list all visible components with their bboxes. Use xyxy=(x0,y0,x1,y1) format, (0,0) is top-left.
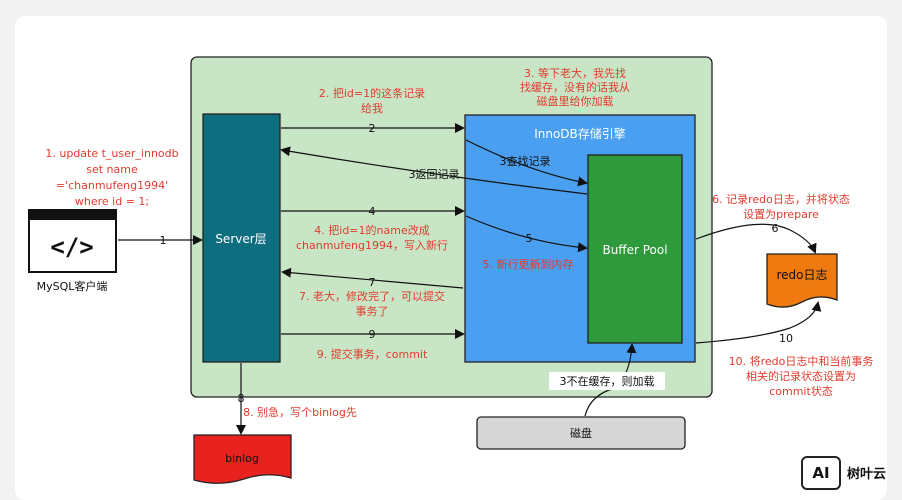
svg-text:事务了: 事务了 xyxy=(356,305,389,318)
svg-text:设置为prepare: 设置为prepare xyxy=(743,208,819,221)
arrow-7 xyxy=(281,267,464,289)
mysql-client-label: MySQL客户端 xyxy=(37,279,108,293)
arrow-3-return xyxy=(280,146,588,195)
innodb-engine-label: InnoDB存储引擎 xyxy=(534,126,626,141)
step-8-annotation: 8. 别急，写个binlog先 xyxy=(243,405,357,419)
svg-text:chanmufeng1994，写入新行: chanmufeng1994，写入新行 xyxy=(296,238,448,252)
arrow-4-label: 4 xyxy=(369,205,376,218)
watermark-logo: AI 树叶云 xyxy=(801,456,886,490)
svg-text:给我: 给我 xyxy=(361,102,383,115)
svg-text:7. 老大，修改完了，可以提交: 7. 老大，修改完了，可以提交 xyxy=(299,289,445,303)
step-3-annotation: 3. 等下老大，我先找 找缓存，没有的话我从 磁盘里给你加载 xyxy=(520,66,630,108)
watermark-badge: AI xyxy=(812,464,829,482)
step-6-annotation: 6. 记录redo日志，并将状态 设置为prepare xyxy=(712,192,850,221)
arrow-3-find-label: 3查找记录 xyxy=(500,154,551,168)
step-1-annotation: 1. update t_user_innodb set name ='chanm… xyxy=(45,147,178,208)
svg-text:commit状态: commit状态 xyxy=(769,384,833,398)
svg-text:10. 将redo日志中和当前事务: 10. 将redo日志中和当前事务 xyxy=(729,354,874,368)
arrow-10 xyxy=(695,301,822,344)
arrow-6-label: 6 xyxy=(772,222,779,235)
buffer-pool-label: Buffer Pool xyxy=(602,243,667,257)
step-10-annotation: 10. 将redo日志中和当前事务 相关的记录状态设置为 commit状态 xyxy=(729,354,874,398)
step-2-annotation: 2. 把id=1的这条记录 给我 xyxy=(319,86,425,115)
redo-log-label: redo日志 xyxy=(776,268,827,282)
arrow-1-label: 1 xyxy=(160,234,167,247)
arrow-10-label: 10 xyxy=(779,332,793,345)
svg-text:2. 把id=1的这条记录: 2. 把id=1的这条记录 xyxy=(319,86,425,100)
disk-label: 磁盘 xyxy=(570,426,592,440)
binlog-label: binlog xyxy=(225,452,259,465)
arrow-3-load-label-bg xyxy=(549,372,665,390)
arrow-5 xyxy=(465,215,588,253)
svg-text:1. update t_user_innodb: 1. update t_user_innodb xyxy=(45,147,178,160)
step-5-annotation: 5. 新行更新到内存 xyxy=(483,257,574,271)
arrow-2-label: 2 xyxy=(369,122,376,135)
buffer-pool-box xyxy=(587,154,683,344)
step-4-annotation: 4. 把id=1的name改成 chanmufeng1994，写入新行 xyxy=(296,223,448,252)
svg-text:磁盘里给你加载: 磁盘里给你加载 xyxy=(537,94,614,108)
svg-text:6. 记录redo日志，并将状态: 6. 记录redo日志，并将状态 xyxy=(712,192,850,206)
arrow-5-label: 5 xyxy=(526,232,533,245)
mysql-client-icon: </> xyxy=(28,209,117,273)
server-layer-box xyxy=(202,113,281,363)
svg-text:4. 把id=1的name改成: 4. 把id=1的name改成 xyxy=(314,223,429,237)
arrow-9-label: 9 xyxy=(369,328,376,341)
svg-text:</>: </> xyxy=(50,233,93,261)
arrow-3-return-label: 3返回记录 xyxy=(409,168,460,181)
svg-text:找缓存，没有的话我从: 找缓存，没有的话我从 xyxy=(520,80,630,94)
svg-text:3. 等下老大，我先找: 3. 等下老大，我先找 xyxy=(524,66,626,80)
watermark-text: 树叶云 xyxy=(847,466,886,482)
svg-text:set name: set name xyxy=(86,163,138,176)
binlog-shape xyxy=(193,434,292,484)
svg-text:='chanmufeng1994': ='chanmufeng1994' xyxy=(56,179,168,192)
arrow-6 xyxy=(695,223,817,254)
disk-box xyxy=(476,416,686,450)
svg-text:where id = 1;: where id = 1; xyxy=(75,195,149,208)
arrow-3-load-label: 3不在缓存，则加载 xyxy=(560,374,655,388)
arrow-8-label: 8 xyxy=(238,392,245,405)
arrow-7-label: 7 xyxy=(369,276,376,289)
step-9-annotation: 9. 提交事务，commit xyxy=(317,347,428,361)
step-7-annotation: 7. 老大，修改完了，可以提交 事务了 xyxy=(299,289,445,318)
redo-log-shape xyxy=(766,253,838,308)
arrow-3-find xyxy=(465,139,588,187)
svg-text:相关的记录状态设置为: 相关的记录状态设置为 xyxy=(746,369,856,383)
server-layer-label: Server层 xyxy=(215,232,266,246)
